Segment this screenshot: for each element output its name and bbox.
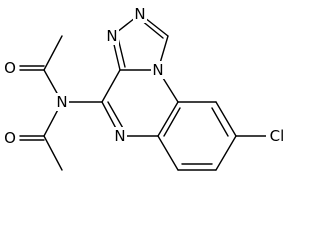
cl-label: Cl — [270, 127, 285, 145]
n-triazole-1-label: N — [106, 27, 117, 45]
n-triazole-2-label: N — [134, 5, 145, 23]
benzene-ring — [157, 101, 269, 171]
atom-label-n-fused: N — [151, 61, 165, 79]
bond-c3a-n2-double — [117, 37, 126, 68]
lower-acetyl-group — [19, 101, 63, 171]
bond-methyl-carbonyl-lower — [43, 135, 63, 171]
atom-label-o-upper: O — [3, 59, 17, 77]
atom-label-n-pyrazine: N — [113, 127, 127, 145]
n-pyrazine-label: N — [114, 127, 125, 145]
atom-label-cl: Cl — [266, 127, 288, 145]
n-amide-label: N — [56, 93, 67, 111]
atom-label-n-triazole-1: N — [105, 27, 119, 45]
atom-label-o-lower: O — [3, 129, 17, 147]
bond-c4-c3a — [101, 69, 121, 103]
n-fused-label: N — [152, 61, 163, 79]
bond-methyl-carbonyl-upper — [43, 35, 63, 71]
bond-c5a-c9a-double — [163, 107, 181, 137]
atom-label-n-triazole-2: N — [133, 5, 147, 23]
o-upper-label: O — [4, 59, 16, 77]
molecule-structure: O O N N N N N Cl — [3, 5, 288, 171]
bond-c9-c8-double — [211, 107, 229, 137]
atom-label-n-amide: N — [55, 93, 69, 111]
o-lower-label: O — [4, 129, 16, 147]
bond-c8-c7 — [215, 135, 237, 171]
bond-c9-c8 — [215, 101, 237, 137]
bond-c6-c5a — [157, 135, 179, 171]
bond-npyr-c4-double — [107, 101, 125, 131]
bond-c9a-c5a — [157, 101, 179, 137]
